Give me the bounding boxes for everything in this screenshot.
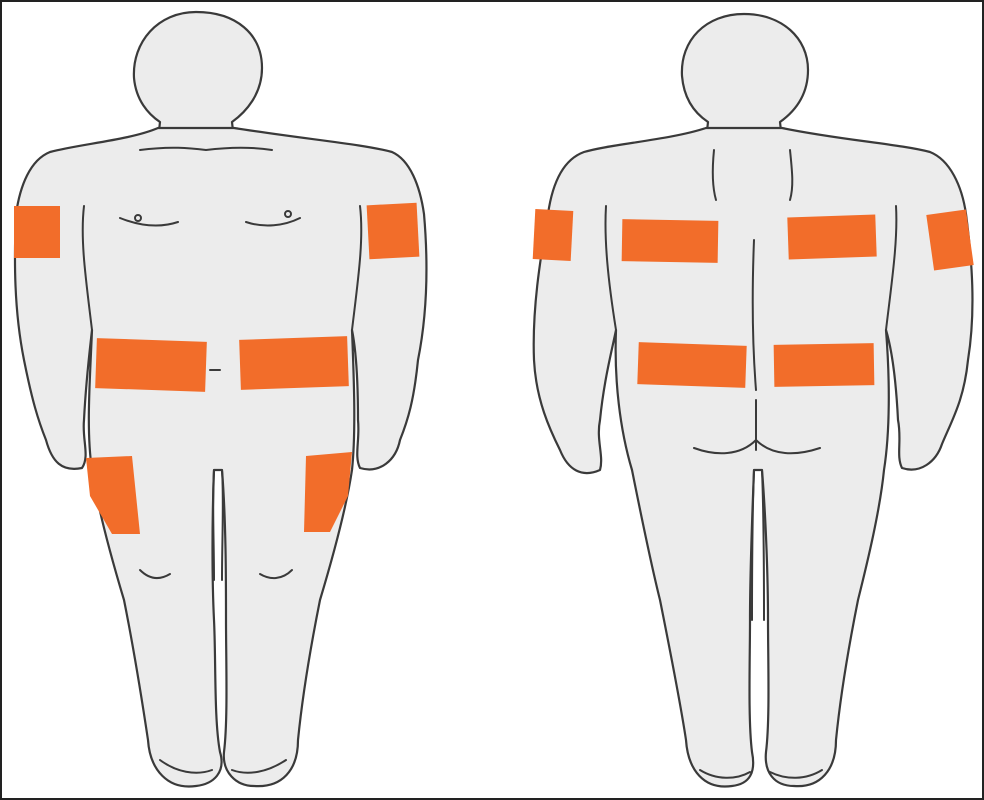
back-right-lower-back-patch	[774, 343, 875, 387]
front-left-abdomen-patch	[239, 336, 349, 390]
front-left-thigh-patch	[304, 452, 352, 532]
back-body-silhouette	[534, 128, 973, 787]
back-right-upper-arm-patch	[926, 209, 973, 270]
front-right-upper-arm-patch	[14, 206, 60, 258]
back-left-upper-arm-patch	[533, 209, 574, 261]
front-body-silhouette	[15, 128, 427, 787]
front-left-upper-arm-patch	[367, 203, 420, 260]
back-right-upper-back-patch	[787, 214, 876, 259]
front-head	[134, 12, 262, 140]
front-right-thigh-patch	[86, 456, 140, 534]
front-figure	[14, 12, 426, 787]
front-right-abdomen-patch	[95, 338, 207, 392]
back-left-upper-back-patch	[622, 219, 719, 263]
back-figure	[533, 14, 974, 787]
back-head	[682, 14, 808, 140]
back-left-lower-back-patch	[637, 342, 746, 388]
